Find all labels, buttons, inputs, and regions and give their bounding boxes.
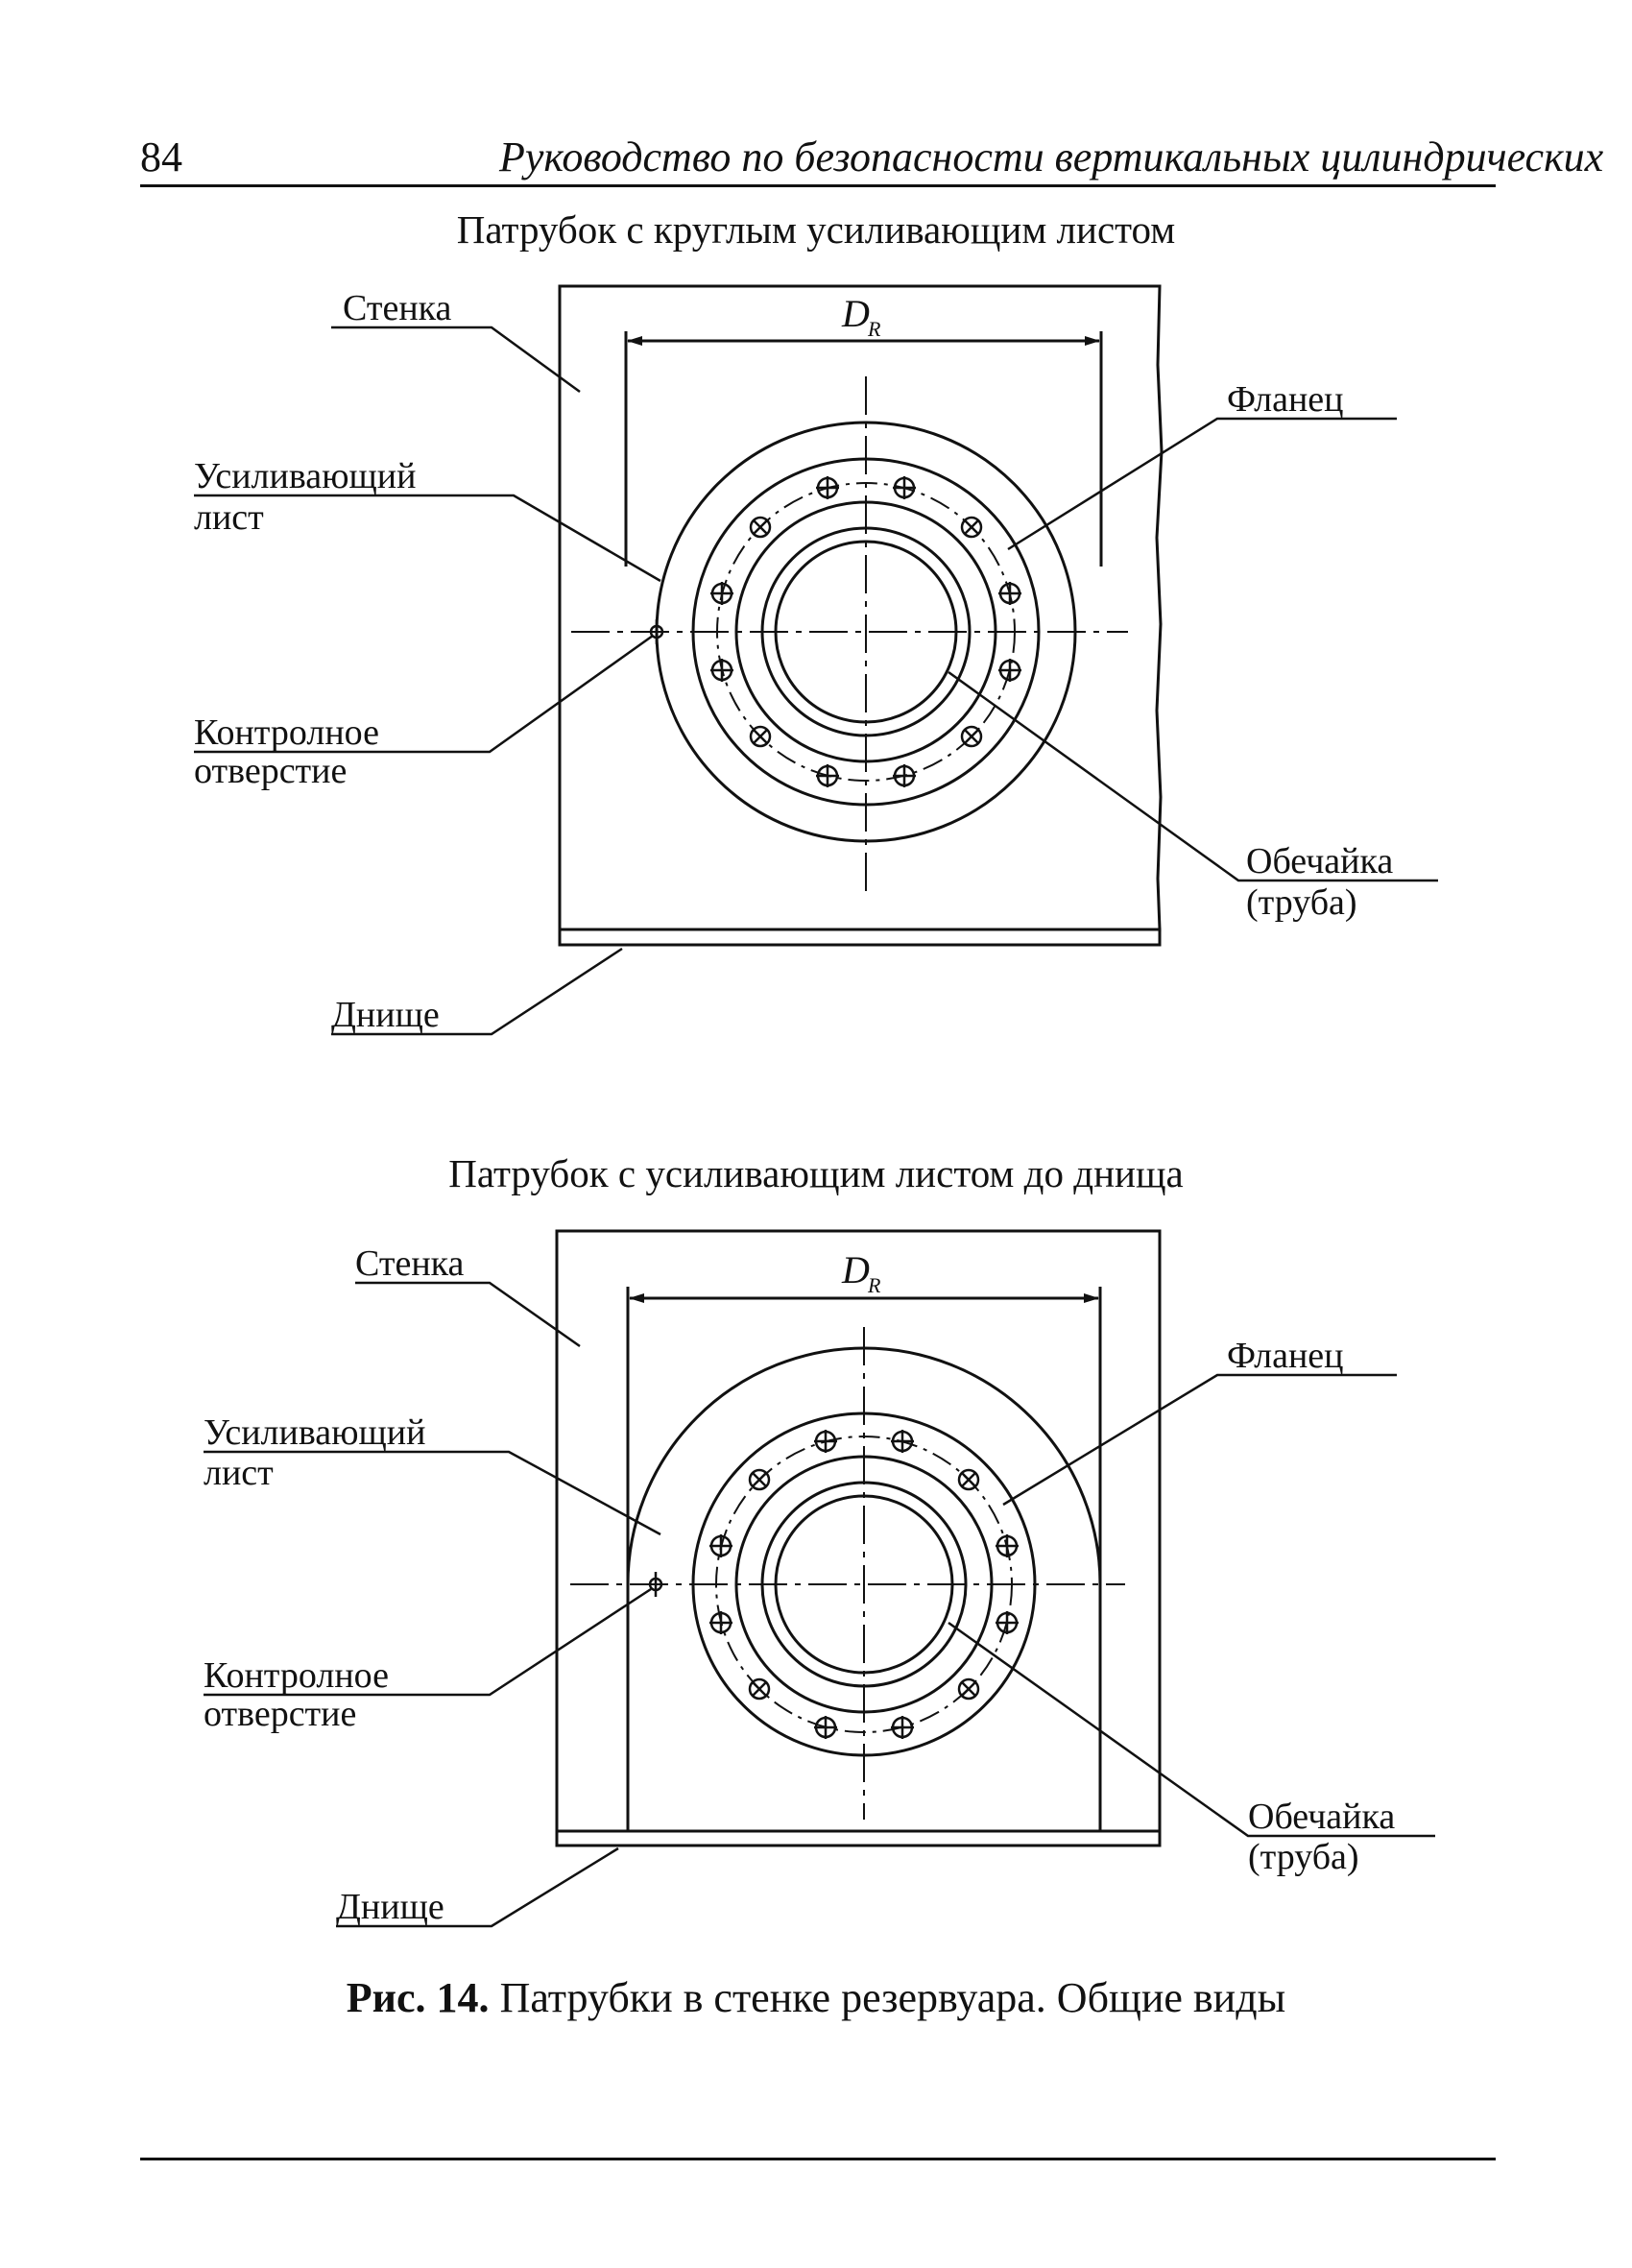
- figure-2-bolt-circle: [715, 1436, 1013, 1733]
- figure-1-label-reinforcing-1: Усиливающий: [194, 456, 416, 496]
- figure-1-title: Патрубок с круглым усиливающим листом: [456, 207, 1176, 252]
- figure-1-bottom-plate: [558, 928, 1162, 947]
- figure-1-label-reinforcing-2: лист: [194, 497, 264, 538]
- running-title: Руководство по безопасности вертикальных…: [499, 133, 1604, 181]
- figure-1-dimension-subscript: R: [867, 317, 881, 341]
- caption-text: Патрубки в стенке резервуара. Общие виды: [499, 1974, 1286, 2021]
- figure-2-reinforcing-plate: [626, 1346, 1102, 1831]
- figure-1-flange-inner: [734, 500, 997, 763]
- figure-2-label-shell-1: Обечайка: [1248, 1797, 1395, 1837]
- figure-2-label-reinforcing-1: Усиливающий: [204, 1412, 425, 1453]
- figure-1-label-wall: Стенка: [343, 288, 452, 328]
- figure-2-bolts: [709, 1430, 1019, 1739]
- figure-caption: Рис. 14. Патрубки в стенке резервуара. О…: [0, 1973, 1632, 2022]
- figure-2-flange-outer: [691, 1411, 1037, 1757]
- figure-1-label-bottom: Днище: [331, 995, 440, 1035]
- figure-2-label-bottom: Днище: [336, 1887, 444, 1927]
- figure-2-shell-outer: [760, 1481, 968, 1688]
- figure-2-wall-outline: [555, 1229, 1162, 1833]
- figure-2-label-wall: Стенка: [355, 1243, 465, 1284]
- figure-2-title: Патрубок с усиливающим листом до днища: [448, 1151, 1184, 1195]
- figure-1-label-control-1: Контролное: [194, 712, 379, 753]
- footer-rule: [140, 2158, 1496, 2160]
- figure-1-label-flange: Фланец: [1227, 379, 1344, 420]
- figure-1-control-hole: [649, 619, 664, 644]
- figure-1-dimension-label: D: [841, 292, 870, 335]
- header-rule: [140, 184, 1496, 187]
- figure-2-dimension-label: D: [841, 1248, 870, 1291]
- figure-2-label-reinforcing-2: лист: [204, 1453, 274, 1493]
- figure-2-drawing: [204, 1229, 1435, 1928]
- figure-1-drawing: [194, 284, 1438, 1036]
- figure-2-shell-inner: [774, 1494, 954, 1675]
- caption-label: Рис. 14.: [346, 1974, 490, 2021]
- figure-1-label-control-2: отверстие: [194, 751, 347, 791]
- page-number: 84: [140, 133, 182, 181]
- figure-2-dimension-subscript: R: [867, 1273, 881, 1297]
- figure-2-leaders: [204, 1281, 1435, 1928]
- figure-2-flange-inner: [734, 1455, 994, 1714]
- figure-2-label-control-2: отверстие: [204, 1694, 356, 1734]
- figure-2-label-flange: Фланец: [1227, 1336, 1344, 1376]
- figure-2-label-control-1: Контролное: [204, 1655, 389, 1696]
- figure-1-shell-outer: [760, 526, 972, 737]
- figure-2-bottom-plate: [555, 1829, 1162, 1847]
- figure-2-label-shell-2: (труба): [1248, 1837, 1359, 1877]
- figure-1-bolts: [710, 476, 1021, 787]
- figure-1-flange-outer: [691, 457, 1041, 807]
- figure-1-bolt-circle: [716, 482, 1016, 782]
- figure-1-label-shell-2: (труба): [1246, 882, 1357, 923]
- figure-1-wall-outline: [558, 284, 1164, 931]
- figure-1-leaders: [194, 326, 1438, 1036]
- figure-1-shell-inner: [774, 540, 958, 724]
- figure-1-label-shell-1: Обечайка: [1246, 841, 1393, 881]
- figure-2-control-hole: [648, 1572, 663, 1597]
